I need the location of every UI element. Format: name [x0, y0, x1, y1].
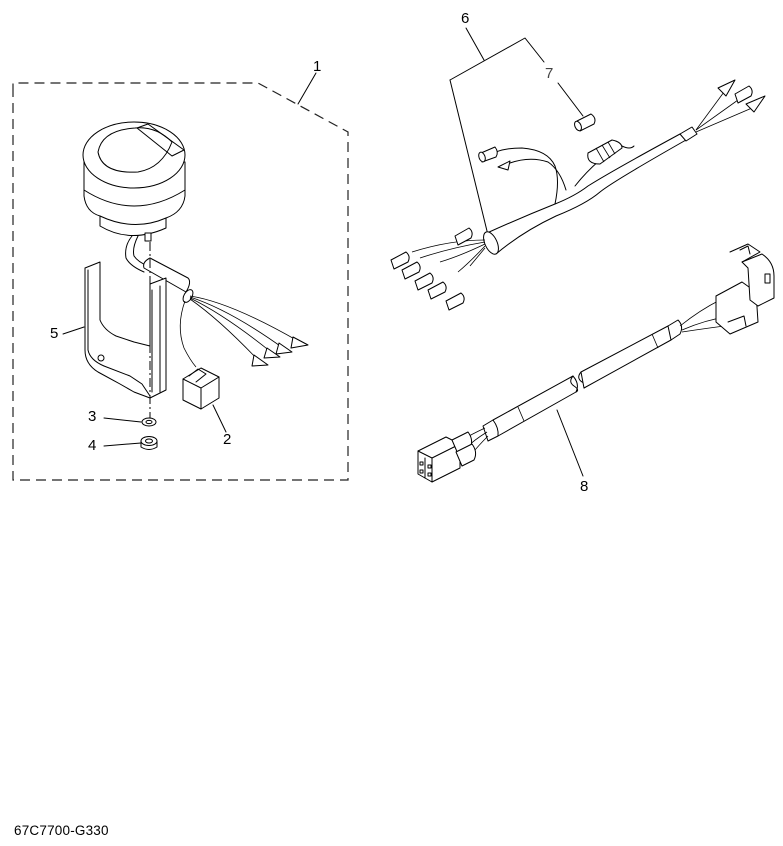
callout-4: 4: [88, 437, 97, 454]
leader-line-3: [103, 417, 142, 423]
gauge-meter: [82, 121, 194, 303]
callout-5: 5: [50, 325, 59, 342]
callout-6: 6: [461, 10, 470, 27]
washer-part-3: [141, 417, 157, 427]
callout-8: 8: [580, 478, 589, 495]
diagram-reference-code: 67C7700-G330: [14, 823, 109, 838]
leader-line-5: [62, 326, 85, 335]
gauge-wire-terminals: [179, 295, 309, 368]
nut-part-4: [140, 436, 158, 450]
callout-7: 7: [545, 65, 554, 82]
leader-line-1: [297, 72, 317, 105]
mounting-bracket-part-5: [84, 261, 167, 399]
connector-block-part-2: [182, 367, 220, 410]
leader-bracket-6-7: [449, 27, 584, 232]
leader-line-4: [103, 442, 142, 447]
wire-harness-part-6: [390, 79, 766, 311]
leader-line-2: [212, 404, 227, 433]
callout-3: 3: [88, 408, 97, 425]
extension-cable-part-8: [417, 243, 775, 483]
leader-line-8: [556, 409, 584, 477]
kit-boundary: [12, 82, 349, 481]
callout-1: 1: [313, 58, 322, 75]
fuse-part-7: [574, 113, 596, 132]
callout-2: 2: [223, 431, 232, 448]
